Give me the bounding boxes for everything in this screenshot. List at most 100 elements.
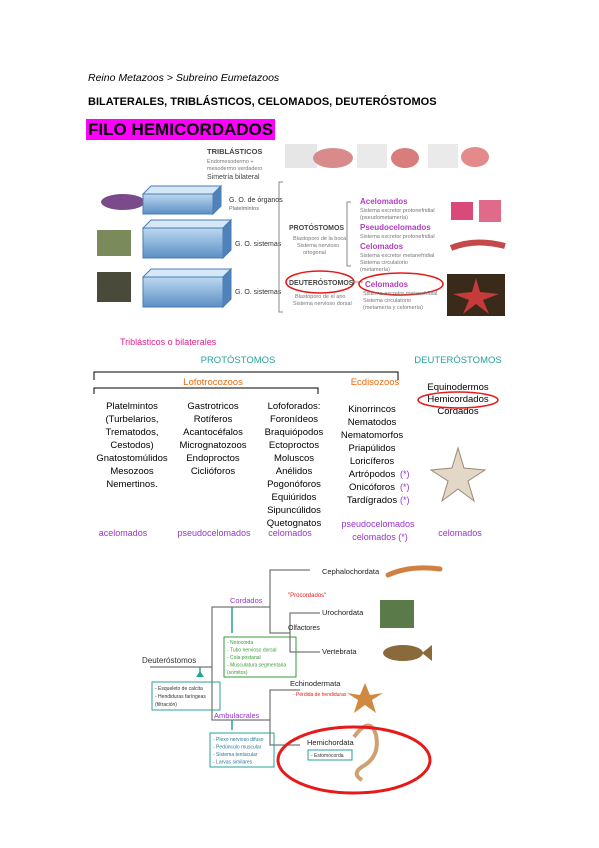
cordados-node: Cordados	[230, 596, 263, 605]
header-line: Endomesodermo +	[207, 159, 254, 165]
embryo-section-image	[313, 148, 353, 168]
system-grade-label: G. O. sistemas	[235, 289, 282, 296]
deuterostomos-label: DEUTERÓSTOMOS	[289, 278, 354, 287]
taxon-item: Quetognatos	[267, 518, 322, 529]
trait-line: (somitos)	[227, 670, 248, 676]
trait-line: - Larvas similares	[213, 760, 253, 766]
taxon-item: Trematodos,	[106, 427, 159, 438]
taxon-item: Nematodos	[348, 417, 397, 428]
protostomos-label: PROTÓSTOMOS	[289, 223, 344, 232]
nemertean-photo	[449, 239, 506, 251]
system-grade-box	[142, 227, 224, 259]
taxon-item: Endoproctos	[186, 453, 240, 464]
taxon-item: Priapúlidos	[349, 443, 396, 454]
organ-grade-sub: Platelmintos	[229, 206, 259, 212]
procordados-label: "Procordados"	[288, 593, 326, 599]
header-line: Simetría bilateral	[207, 174, 260, 181]
taxon-item: Nematomorfos	[341, 430, 404, 441]
page-title: FILO HEMICORDADOS	[86, 119, 276, 140]
fish-image	[383, 645, 423, 661]
list-column-1: Platelmintos(Turbelarios,Trematodos,Cest…	[96, 401, 168, 490]
hemi-trait: - Estomocorda	[311, 753, 344, 759]
vertebrata-node: Vertebrata	[322, 647, 357, 656]
cephalochordata-node: Cephalochordata	[322, 567, 380, 576]
system-grade-label: G. O. sistemas	[235, 241, 282, 248]
flatworm-photo	[101, 194, 145, 210]
hemichordata-highlight	[276, 725, 432, 795]
trait-line: - Musculatura segmentaria	[227, 663, 286, 669]
acorn-worm-image	[352, 723, 379, 782]
taxon-item: Rotíferos	[194, 414, 233, 425]
clasificacion-figure: Triblásticos o bilaterales PROTÓSTOMOS D…	[93, 337, 502, 542]
celomados-deut-line: Sistema excretor metanefridial	[363, 291, 437, 297]
lofotrocozoos-heading: Lofotrocozoos	[183, 377, 243, 388]
triblasticos-heading: TRIBLÁSTICOS	[207, 147, 262, 156]
trait-line: - Esqueleto de calcita	[155, 686, 203, 692]
deuterostomos-line: Blastoporo de el ano	[295, 294, 345, 300]
protostomos-bracket	[93, 371, 399, 380]
deuterostome-taxon: Hemicordados	[427, 394, 488, 405]
trait-line: - Pedúnculo muscular	[213, 745, 262, 751]
taxon-item: Equiúridos	[272, 492, 317, 503]
acelomados-label: acelomados	[99, 528, 148, 538]
taxon-item: Micrognatozoos	[179, 440, 246, 451]
diagram-thumb	[357, 144, 387, 168]
lancelet-image	[385, 565, 443, 578]
nematode-photo	[97, 230, 131, 256]
annelid-photo	[97, 272, 131, 302]
lofotrocozoos-bracket	[93, 387, 319, 394]
celomados-line: Sistema circulatorio	[360, 260, 408, 266]
embryo-section-image	[461, 147, 489, 167]
acelomados-label: Acelomados	[360, 197, 408, 206]
taxon-item: Tardígrados	[347, 495, 397, 506]
footnote-mark: (*)	[400, 495, 410, 505]
pseudocelomados-label: Pseudocelomados	[360, 223, 431, 232]
hemicordados-highlight	[417, 391, 499, 409]
taxon-item: Ectoproctos	[269, 440, 319, 451]
celomados-label: Celomados	[360, 242, 404, 251]
ecdisozoos-pseudocelomados: pseudocelomados	[341, 519, 415, 529]
echinodermata-node: Echinodermata	[290, 679, 341, 688]
acelomados-line: Sistema excretor protonefridial	[360, 208, 435, 214]
triblasticos-label: Triblásticos o bilaterales	[120, 337, 217, 347]
triblasticos-figure: TRIBLÁSTICOS Endomesodermo + mesodermo v…	[97, 144, 506, 316]
taxon-item: Platelmintos	[106, 401, 158, 412]
pseudocelomados-label: pseudocelomados	[177, 528, 251, 538]
system-grade-box	[142, 276, 224, 308]
protostomos-line: Blastoporo de la boca	[293, 236, 347, 242]
urochordata-node: Urochordata	[322, 608, 364, 617]
celomados-deut-line: (metamería y celomería)	[363, 305, 423, 311]
taxon-item: Loricíferos	[350, 456, 395, 467]
taxon-item: (Turbelarios,	[106, 414, 159, 425]
trait-line: - Cola postanal	[227, 655, 261, 661]
list-column-4: KinorrincosNematodosNematomorfosPriapúli…	[341, 404, 410, 506]
taxon-item: Moluscos	[274, 453, 314, 464]
trait-line: - Notocorda	[227, 640, 253, 646]
taxon-item: Lofoforados:	[268, 401, 321, 412]
taxon-item: Sipuncúlidos	[267, 505, 321, 516]
embryo-section-image	[391, 148, 419, 168]
flatworm-photo	[479, 200, 501, 222]
taxon-item: Onicóforos	[349, 482, 395, 493]
celomados-line: (metamería)	[360, 267, 390, 273]
acelomados-line: (pseudometamería)	[360, 215, 408, 221]
footnote-mark: (*)	[400, 482, 410, 492]
celomados-label: celomados	[268, 528, 312, 538]
ambulacrales-node: Ambulacrales	[214, 711, 260, 720]
starfish-image	[347, 683, 383, 713]
echino-trait: - Pérdida de hendiduras	[293, 692, 347, 698]
hemi-trait-box	[307, 749, 353, 761]
ambul-traits-box	[209, 732, 275, 768]
organ-grade-box	[142, 193, 214, 215]
taxon-item: Artrópodos	[349, 469, 396, 480]
breadcrumb: Reino Metazoos > Subreino Eumetazoos	[88, 72, 280, 84]
flatworm-photo	[451, 202, 473, 220]
protostomos-line: Sistema nervioso	[297, 243, 339, 249]
taxon-item: Kinorrincos	[348, 404, 396, 415]
ecdisozoos-heading: Ecdisozoos	[351, 377, 400, 388]
deuterostomos-tree: Deuteróstomos - Esqueleto de calcita- He…	[142, 565, 443, 795]
pseudocelomados-line: Sistema excretor protonefridial	[360, 234, 435, 240]
celomados-deut-label: Celomados	[365, 280, 409, 289]
organ-grade-label: G. O. de órganos	[229, 197, 283, 204]
diagram-thumb	[285, 144, 317, 168]
